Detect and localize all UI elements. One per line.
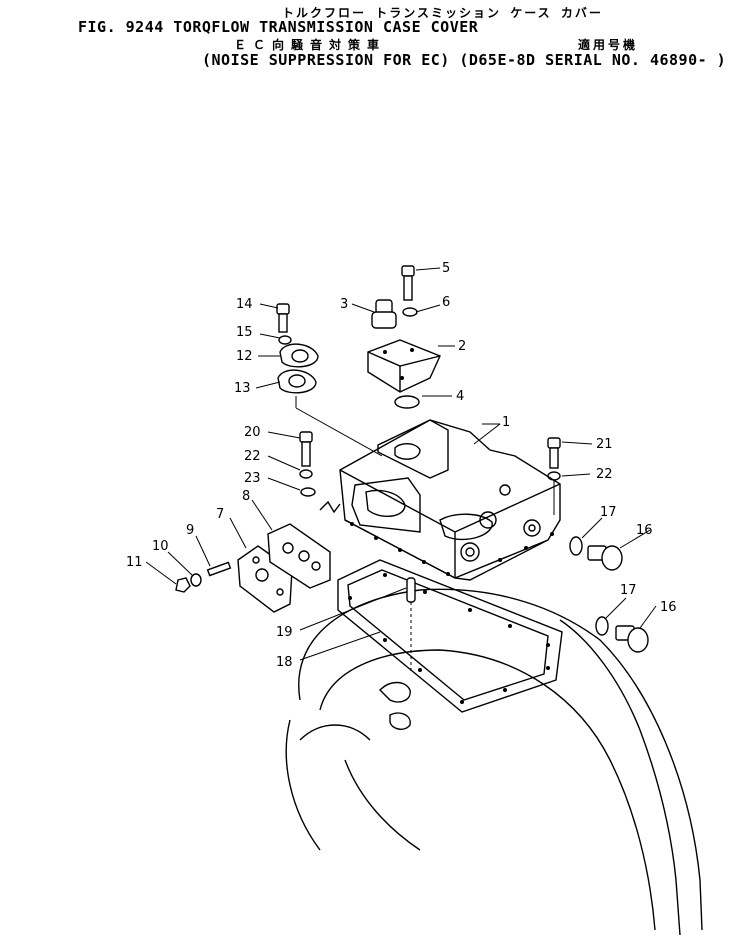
washer-22-left bbox=[299, 469, 313, 479]
japanese-serial-label: 適用号機 bbox=[578, 38, 639, 52]
plug-16-upper bbox=[587, 545, 623, 571]
transmission-housing-outline bbox=[285, 588, 703, 936]
block-2 bbox=[367, 339, 441, 393]
figure-subtitle: (NOISE SUPPRESSION FOR EC) (D65E-8D SERI… bbox=[202, 51, 727, 69]
callout-9: 9 bbox=[186, 523, 194, 538]
callout-11: 11 bbox=[126, 555, 143, 570]
katakana-title: トルクフロー トランスミッション ケース カバー bbox=[282, 6, 603, 20]
callout-16-upper: 16 bbox=[636, 523, 653, 538]
gasket-8 bbox=[267, 523, 331, 589]
japanese-subtitle: ＥＣ向騒音対策車 bbox=[234, 38, 387, 52]
bolt-14 bbox=[276, 303, 290, 333]
callout-8: 8 bbox=[242, 489, 250, 504]
washer-15 bbox=[278, 335, 292, 345]
callout-13: 13 bbox=[234, 381, 251, 396]
bolt-21 bbox=[547, 437, 561, 469]
washer-22-right bbox=[547, 471, 561, 481]
fitting-3 bbox=[371, 299, 397, 329]
callout-12: 12 bbox=[236, 349, 253, 364]
callout-4: 4 bbox=[456, 389, 464, 404]
o-ring-17-lower bbox=[595, 616, 609, 636]
gasket-13 bbox=[277, 369, 317, 394]
callout-1: 1 bbox=[502, 415, 510, 430]
o-ring-4 bbox=[394, 395, 420, 409]
bolt-20 bbox=[299, 431, 313, 467]
callout-14: 14 bbox=[236, 297, 253, 312]
washer-23 bbox=[300, 487, 316, 497]
case-cover-1 bbox=[319, 419, 561, 581]
callout-7: 7 bbox=[216, 507, 224, 522]
callout-20: 20 bbox=[244, 425, 261, 440]
callout-23: 23 bbox=[244, 471, 261, 486]
stud-9 bbox=[206, 561, 232, 577]
callout-5: 5 bbox=[442, 261, 450, 276]
callout-2: 2 bbox=[458, 339, 466, 354]
plug-16-lower bbox=[615, 625, 649, 653]
callout-16-lower: 16 bbox=[660, 600, 677, 615]
callout-labels: 1 2 3 4 5 6 7 8 9 10 11 12 13 14 15 16 1… bbox=[126, 261, 677, 670]
callout-6: 6 bbox=[442, 295, 450, 310]
dowel-pin-19 bbox=[406, 577, 416, 672]
callout-22-right: 22 bbox=[596, 467, 613, 482]
bolt-5 bbox=[401, 265, 415, 301]
callout-17-upper: 17 bbox=[600, 505, 617, 520]
callout-15: 15 bbox=[236, 325, 253, 340]
leader-13-to-cover bbox=[295, 407, 383, 457]
o-ring-17-upper bbox=[569, 536, 583, 556]
callout-10: 10 bbox=[152, 539, 169, 554]
washer-6 bbox=[402, 307, 418, 317]
figure-title: FIG. 9244 TORQFLOW TRANSMISSION CASE COV… bbox=[78, 18, 479, 36]
washer-10 bbox=[190, 573, 202, 587]
callout-leaders bbox=[145, 267, 657, 661]
gasket-18 bbox=[337, 559, 563, 713]
callout-21: 21 bbox=[596, 437, 613, 452]
nut-11 bbox=[175, 577, 191, 593]
callout-3: 3 bbox=[340, 297, 348, 312]
flange-12 bbox=[279, 343, 319, 368]
callout-18: 18 bbox=[276, 655, 293, 670]
callout-17-lower: 17 bbox=[620, 583, 637, 598]
callout-19: 19 bbox=[276, 625, 293, 640]
figure-header: トルクフロー トランスミッション ケース カバー FIG. 9244 TORQF… bbox=[0, 0, 747, 80]
callout-22-left: 22 bbox=[244, 449, 261, 464]
